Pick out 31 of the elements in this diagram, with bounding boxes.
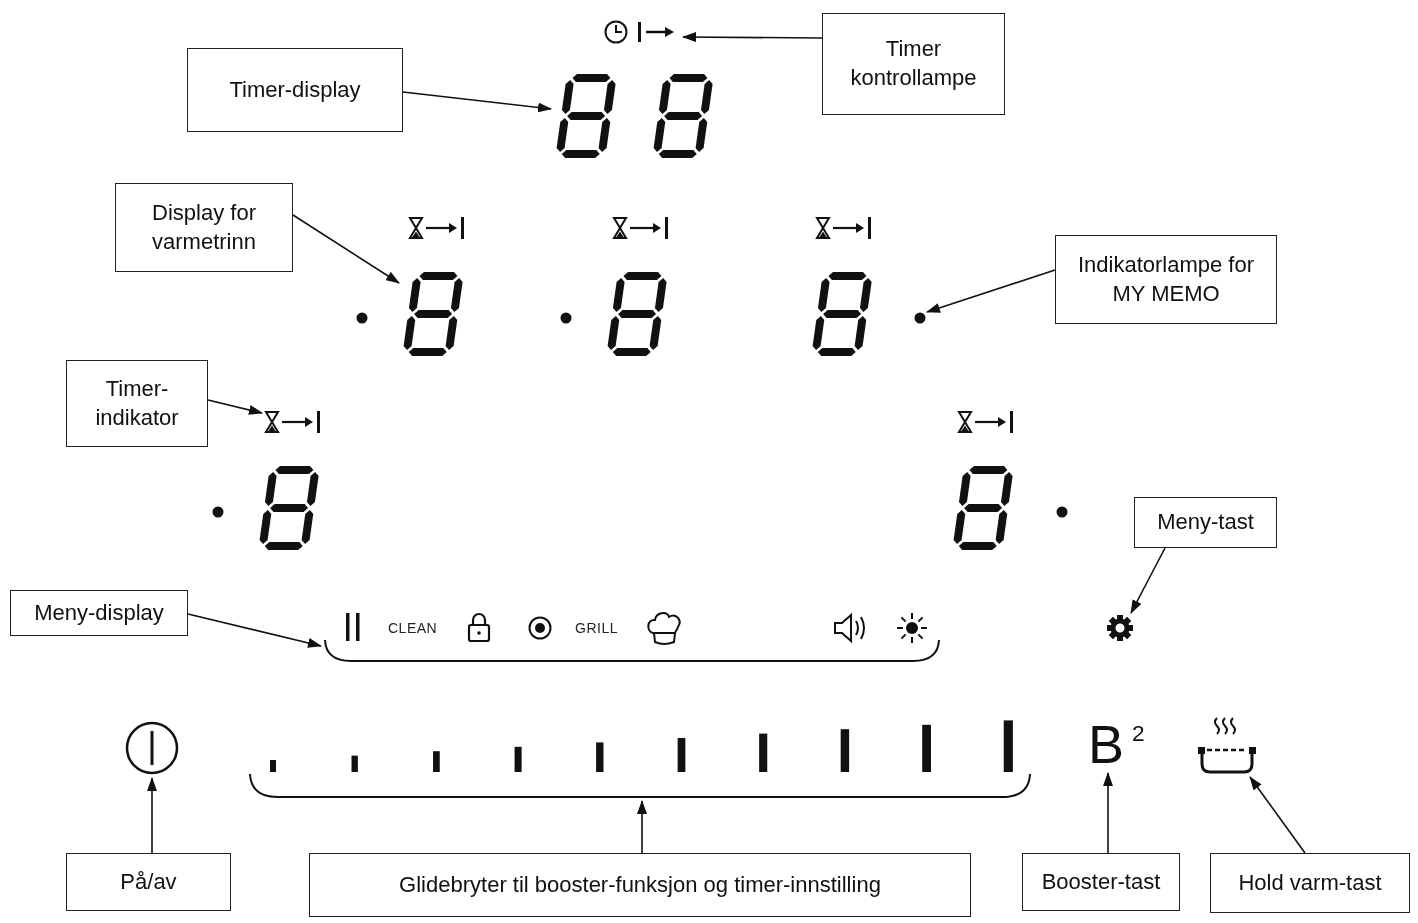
callout-label: Meny-display — [10, 590, 188, 636]
callout-label: Glidebryter til booster-funksjon og timer-innstilling — [309, 853, 971, 917]
leader-line — [1130, 547, 1166, 614]
leader-line — [207, 399, 263, 415]
callout-label: Timer-indikator — [66, 360, 208, 447]
callout-label: Hold varm-tast — [1210, 853, 1410, 913]
leader-line — [1249, 776, 1306, 854]
callout-label: Meny-tast — [1134, 497, 1277, 548]
callout-label: På/av — [66, 853, 231, 911]
booster-key-symbol: B$^{2}$ — [1088, 717, 1145, 771]
leader-line — [292, 214, 400, 284]
leader-line — [402, 91, 552, 113]
callout-label: Display for varmetrinn — [115, 183, 293, 272]
hourglass-timer-icon — [264, 410, 322, 434]
gear-icon — [1106, 614, 1134, 642]
callout-label: Indikatorlampe for MY MEMO — [1055, 235, 1277, 324]
callout-label: Timer kontrollampe — [822, 13, 1005, 115]
leader-line — [682, 32, 823, 43]
callout-label: Booster-tast — [1022, 853, 1180, 911]
callout-label: Timer-display — [187, 48, 403, 132]
indicator-dot-icon — [914, 312, 926, 324]
display-label: CLEAN — [388, 621, 438, 635]
leader-line — [637, 800, 647, 854]
leader-line — [147, 777, 157, 854]
leader-line — [187, 613, 322, 648]
touch-slider-drawing — [248, 718, 1032, 800]
leader-line — [1103, 772, 1113, 854]
steaming-pot-icon — [1196, 716, 1258, 776]
power-icon — [124, 720, 180, 776]
display-label: GRILL — [575, 621, 618, 635]
leader-line — [926, 269, 1056, 313]
